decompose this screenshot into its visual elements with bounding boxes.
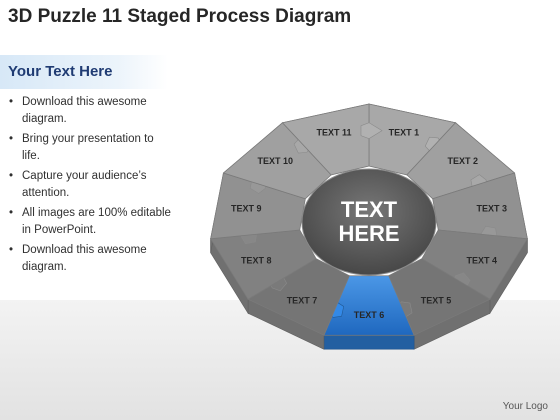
diagram-top-face (209, 103, 529, 336)
segment-label: TEXT 9 (231, 204, 262, 214)
bullet-item: Download this awesome diagram. (8, 242, 173, 276)
segment-label: TEXT 4 (467, 256, 498, 266)
subheading-banner: Your Text Here (0, 55, 168, 89)
segment-side-highlighted (323, 334, 415, 350)
page-title: 3D Puzzle 11 Staged Process Diagram (8, 6, 352, 27)
segment-label: TEXT 6 (354, 310, 385, 320)
subheading-text: Your Text Here (8, 63, 113, 80)
segment-label: TEXT 5 (421, 295, 452, 305)
segment-label: TEXT 3 (476, 204, 507, 214)
puzzle-tab-arrow-icon (360, 122, 383, 139)
bullet-item: Bring your presentation to life. (8, 131, 173, 165)
bullet-item: Capture your audience’s attention. (8, 168, 173, 202)
center-text-line-1: TEXT (341, 197, 398, 222)
segment-label: TEXT 8 (241, 256, 272, 266)
bullet-list: Download this awesome diagram. Bring you… (8, 94, 173, 279)
segment-label: TEXT 1 (389, 128, 420, 138)
center-text-line-2: HERE (338, 221, 399, 246)
diagram-center: TEXT HERE (301, 168, 437, 276)
center-disc (301, 168, 437, 276)
bullet-item: Download this awesome diagram. (8, 94, 173, 128)
segment-label: TEXT 7 (287, 295, 318, 305)
segment-piece (281, 103, 370, 176)
segment-label: TEXT 10 (258, 156, 294, 166)
bullet-item: All images are 100% editable in PowerPoi… (8, 205, 173, 239)
segment-labels: TEXT 1 TEXT 2 TEXT 3 TEXT 4 TEXT 5 TEXT 6 TEXT… (231, 128, 507, 321)
segment-label: TEXT 2 (447, 156, 478, 166)
logo-text: Your Logo (502, 401, 548, 412)
segment-label: TEXT 11 (317, 128, 352, 138)
